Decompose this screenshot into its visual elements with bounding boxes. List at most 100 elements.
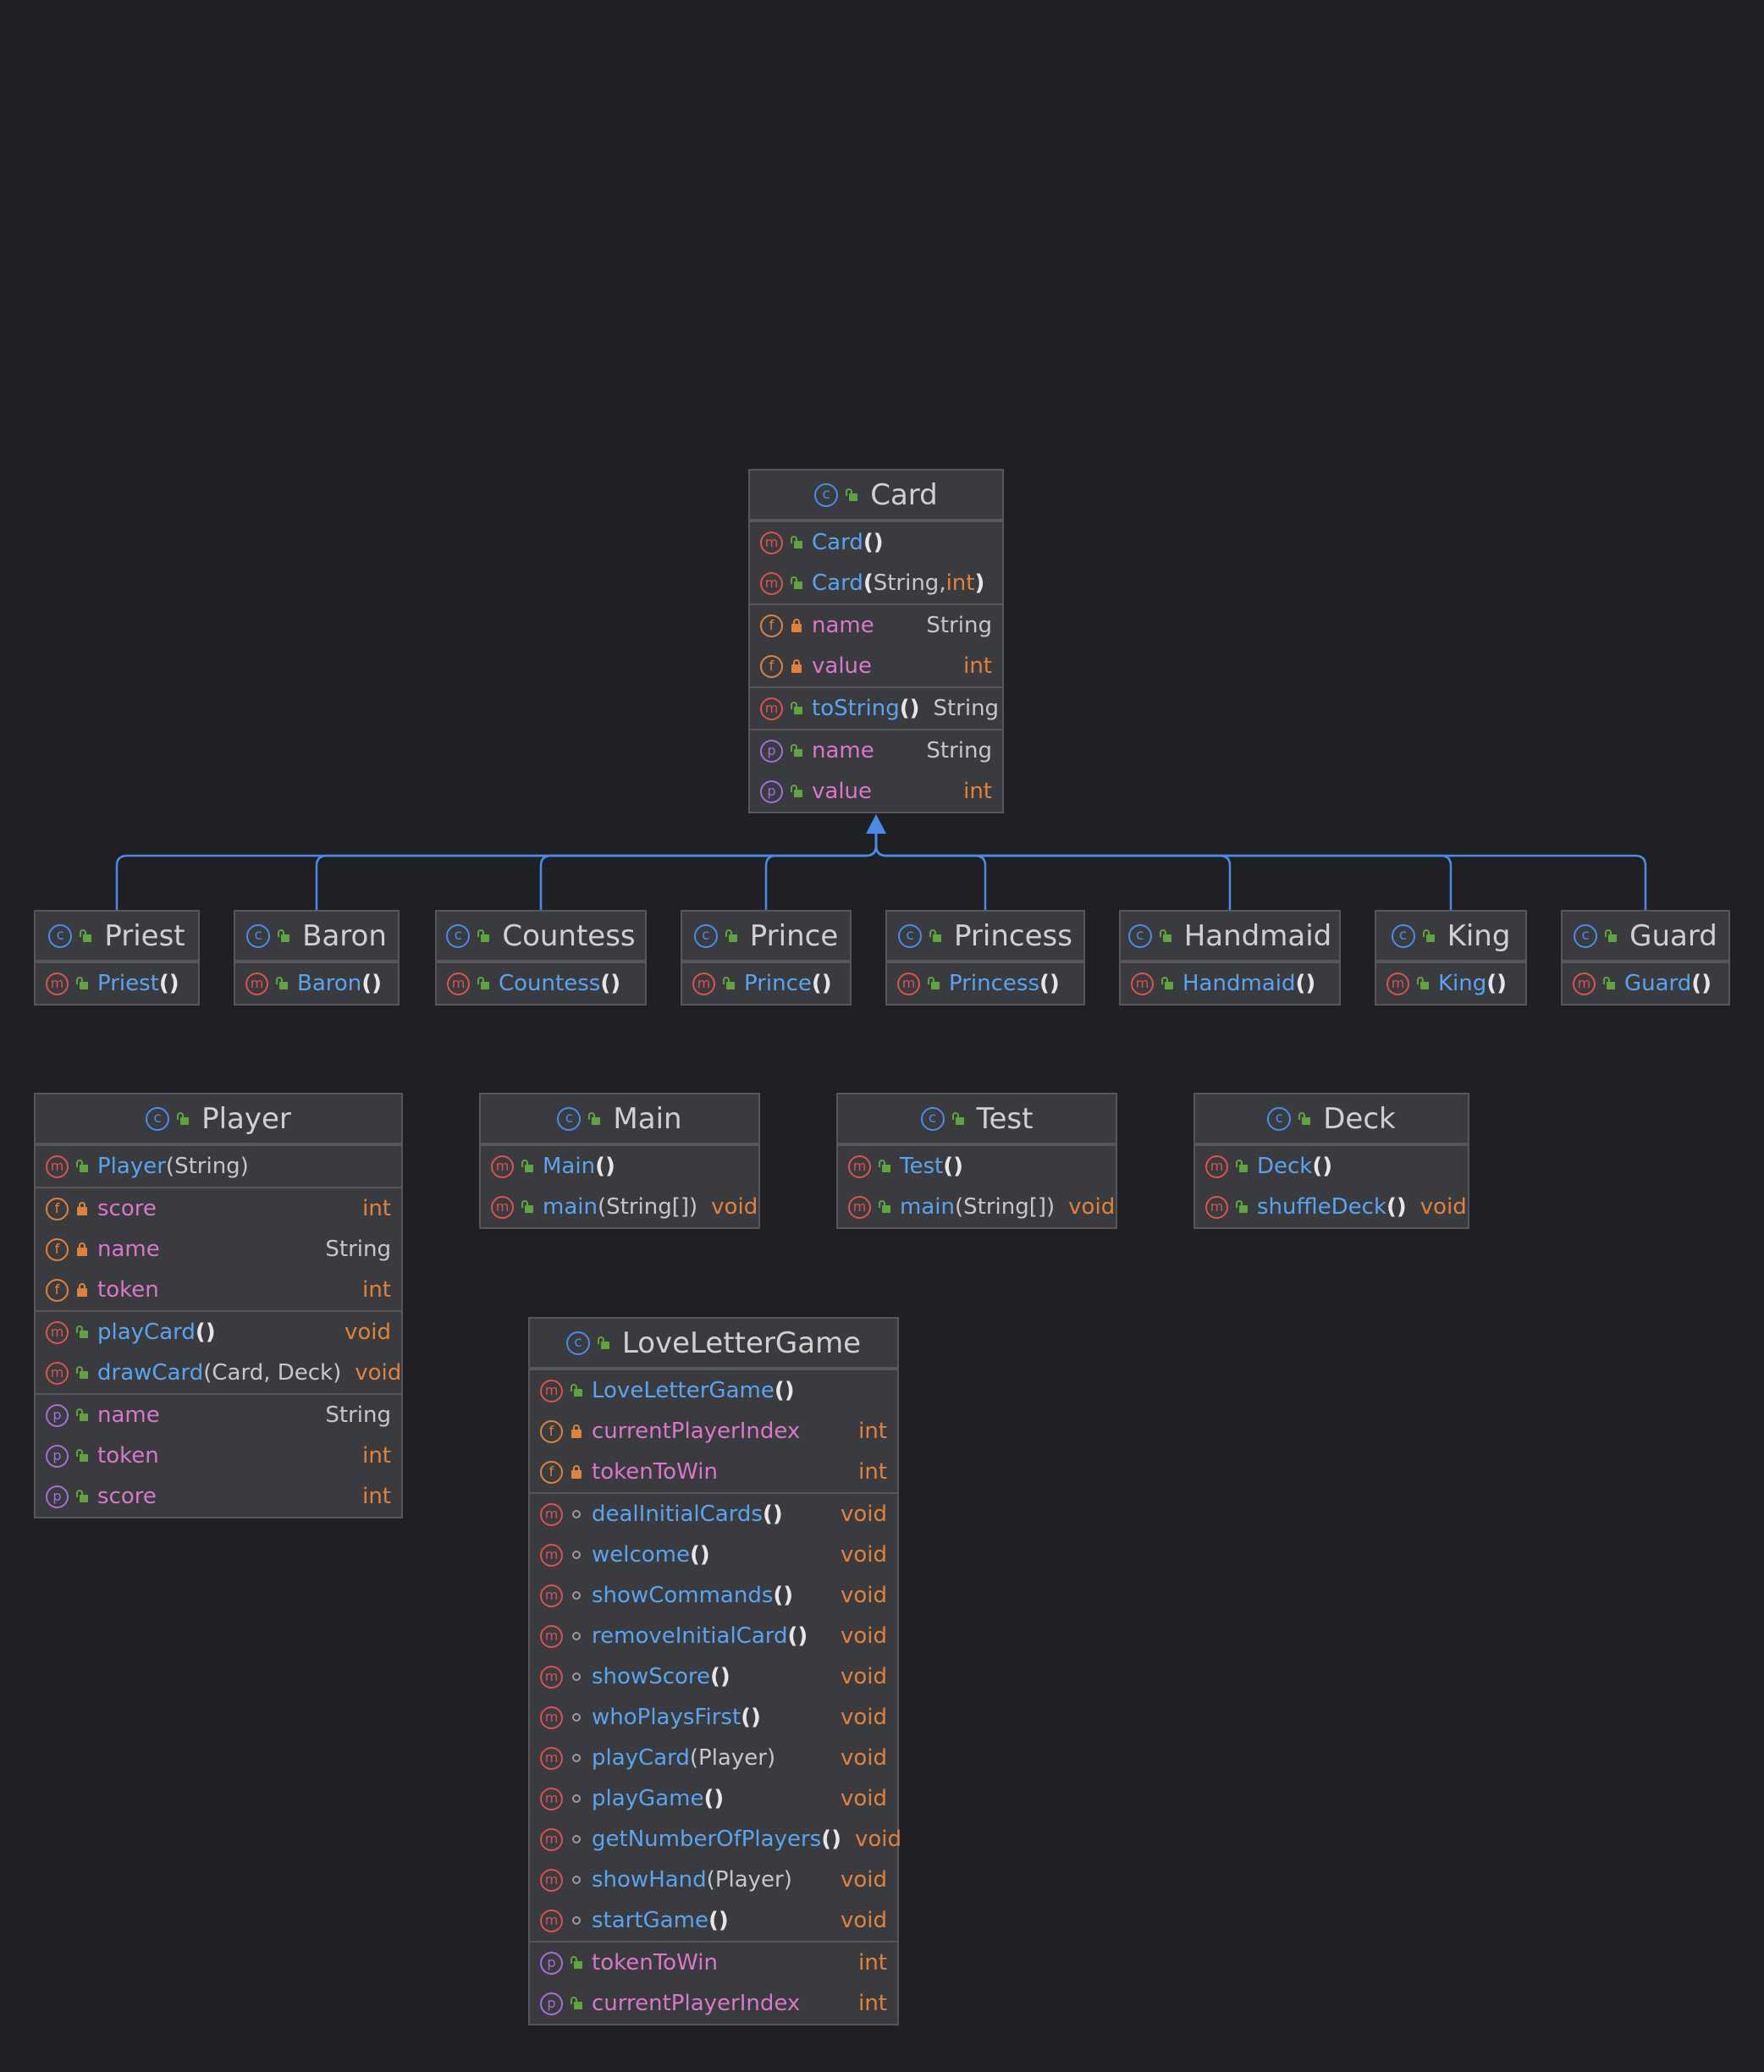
class-icon: c: [557, 1106, 582, 1131]
member-type: int: [858, 1419, 887, 1444]
member-type: String: [325, 1237, 391, 1262]
member-name: tokenToWin: [592, 1950, 718, 1976]
public-icon: [929, 929, 942, 943]
public-icon: [1604, 929, 1618, 943]
member-name: Test: [900, 1154, 944, 1179]
member-type: int: [963, 779, 992, 804]
member-name: dealInitialCards: [592, 1502, 763, 1527]
member-name: Card: [812, 530, 863, 555]
method-icon: m: [46, 1320, 69, 1344]
public-icon: [75, 1408, 89, 1422]
parens: (): [1039, 971, 1060, 996]
class-name: Baron: [302, 918, 387, 953]
property-icon: p: [540, 1992, 563, 2015]
class-icon: c: [1267, 1106, 1292, 1131]
member-name: Countess: [499, 971, 601, 996]
class-icon: c: [814, 482, 839, 507]
member-name: Priest: [97, 971, 159, 996]
member-name: Prince: [744, 971, 812, 996]
parens: (): [600, 971, 621, 996]
member-type: String: [325, 1402, 391, 1428]
public-icon: [951, 1111, 965, 1126]
member-type: int: [362, 1443, 391, 1469]
member-name: shuffleDeck: [1257, 1194, 1387, 1220]
parens: (): [1486, 971, 1508, 996]
member-type: String: [926, 738, 992, 763]
method-icon: m: [848, 1154, 871, 1178]
method-icon: m: [1386, 972, 1409, 995]
method-icon: m: [46, 1361, 69, 1385]
private-lock-icon: [790, 619, 803, 632]
public-icon: [927, 977, 940, 990]
method-icon: m: [540, 1502, 563, 1526]
paren-open: (: [203, 1360, 212, 1386]
